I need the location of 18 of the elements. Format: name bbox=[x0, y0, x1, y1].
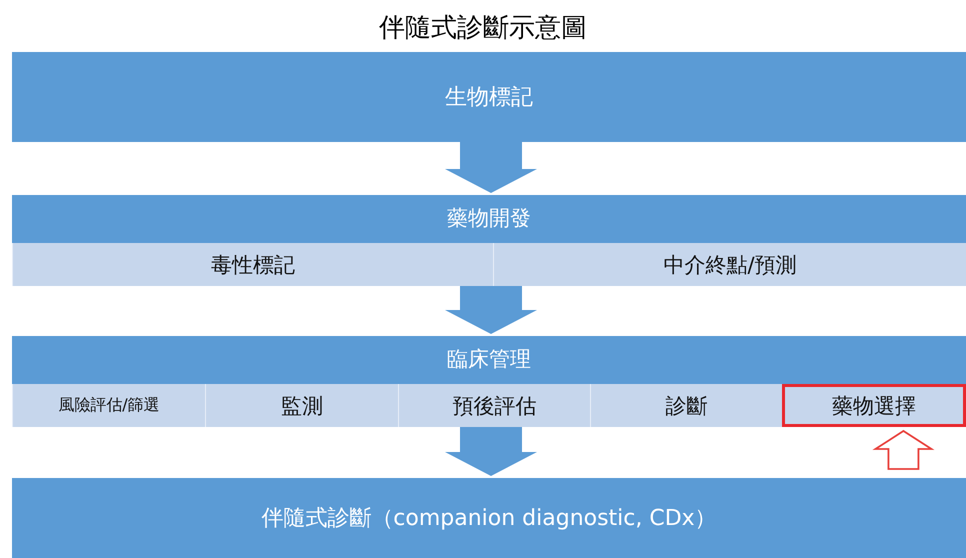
section-panel bbox=[12, 195, 966, 286]
category-cell: 風險評估/篩選 bbox=[12, 384, 205, 427]
category-cell: 中介終點/預測 bbox=[493, 243, 966, 286]
block-arrow bbox=[445, 427, 537, 476]
highlighted-cell: 藥物選擇 bbox=[782, 384, 966, 427]
section-heading: 藥物開發 bbox=[447, 205, 531, 232]
category-cell: 監測 bbox=[205, 384, 398, 427]
section-heading: 臨床管理 bbox=[447, 346, 531, 373]
heading-band: 伴隨式診斷（companion diagnostic, CDx） bbox=[12, 478, 966, 558]
heading-band: 生物標記 bbox=[12, 52, 966, 142]
category-cell: 預後評估 bbox=[398, 384, 590, 427]
block-arrow bbox=[872, 430, 934, 470]
title: 伴隨式診斷示意圖 bbox=[378, 12, 588, 45]
category-cell: 毒性標記 bbox=[12, 243, 493, 286]
block-arrow bbox=[445, 142, 537, 193]
section-panel bbox=[12, 336, 966, 427]
block-arrow bbox=[445, 286, 537, 334]
category-cell: 診斷 bbox=[590, 384, 782, 427]
